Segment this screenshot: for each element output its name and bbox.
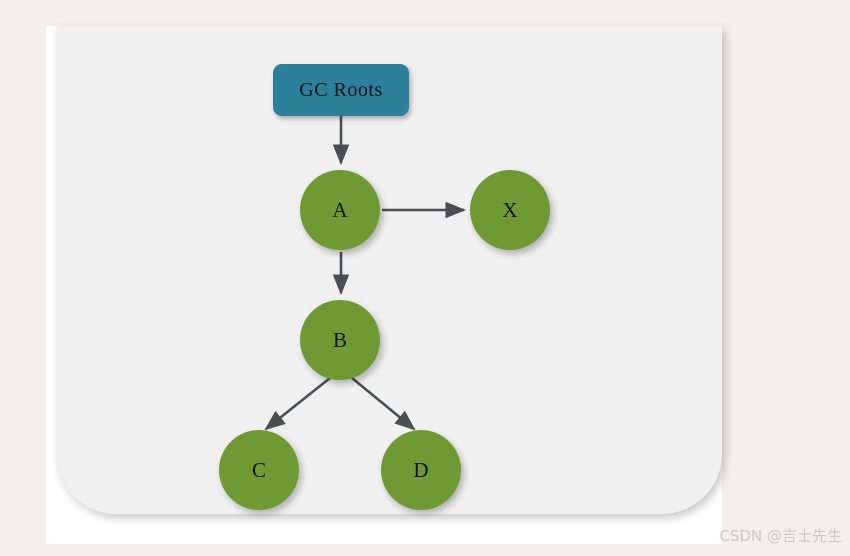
graph-node-b[interactable]: B	[300, 300, 380, 380]
gc-roots-label: GC Roots	[299, 78, 383, 101]
graph-node-d[interactable]: D	[381, 430, 461, 510]
graph-node-d-label: D	[413, 457, 429, 482]
graph-node-a[interactable]: A	[300, 170, 380, 250]
gc-roots-node[interactable]: GC Roots	[273, 64, 409, 116]
graph-node-c[interactable]: C	[219, 430, 299, 510]
graph-node-x[interactable]: X	[470, 170, 550, 250]
graph-node-b-label: B	[332, 327, 347, 352]
graph-node-a-label: A	[332, 197, 348, 222]
watermark-text: CSDN @吉士先生	[719, 527, 842, 545]
graph-node-x-label: X	[502, 197, 518, 222]
graph-node-c-label: C	[251, 457, 266, 482]
